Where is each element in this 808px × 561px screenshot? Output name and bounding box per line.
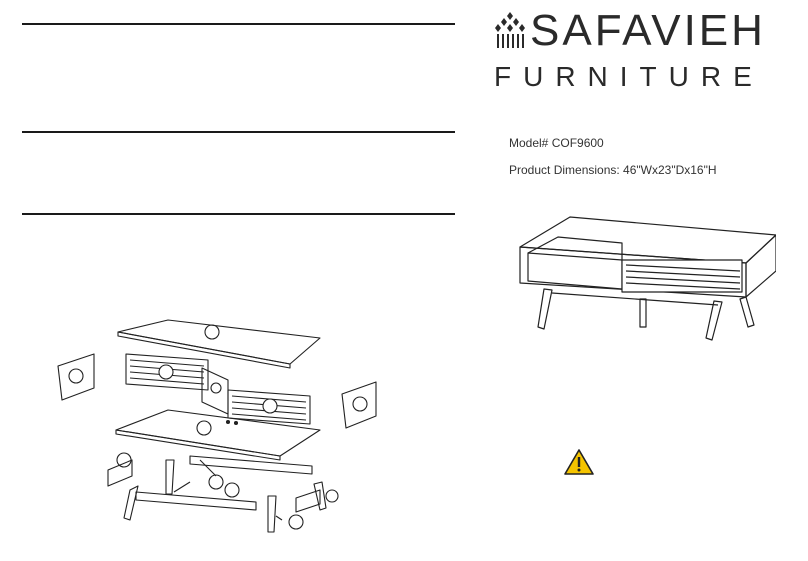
diamond-pattern-icon (495, 12, 525, 48)
brand-name: SAFAVIEH (530, 6, 766, 55)
brand-subtitle: FURNITURE (494, 61, 764, 92)
blank-line-1 (22, 23, 455, 25)
blank-line-3 (22, 213, 455, 215)
assembled-table-illustration (519, 216, 776, 341)
exploded-parts-illustration (57, 319, 377, 533)
warning-triangle-icon (564, 449, 594, 475)
product-dimensions: Product Dimensions: 46"Wx23"Dx16"H (509, 163, 717, 177)
model-number: Model# COF9600 (509, 136, 604, 150)
brand-logo: SAFAVIEH FURNITURE (492, 6, 792, 96)
blank-line-2 (22, 131, 455, 133)
